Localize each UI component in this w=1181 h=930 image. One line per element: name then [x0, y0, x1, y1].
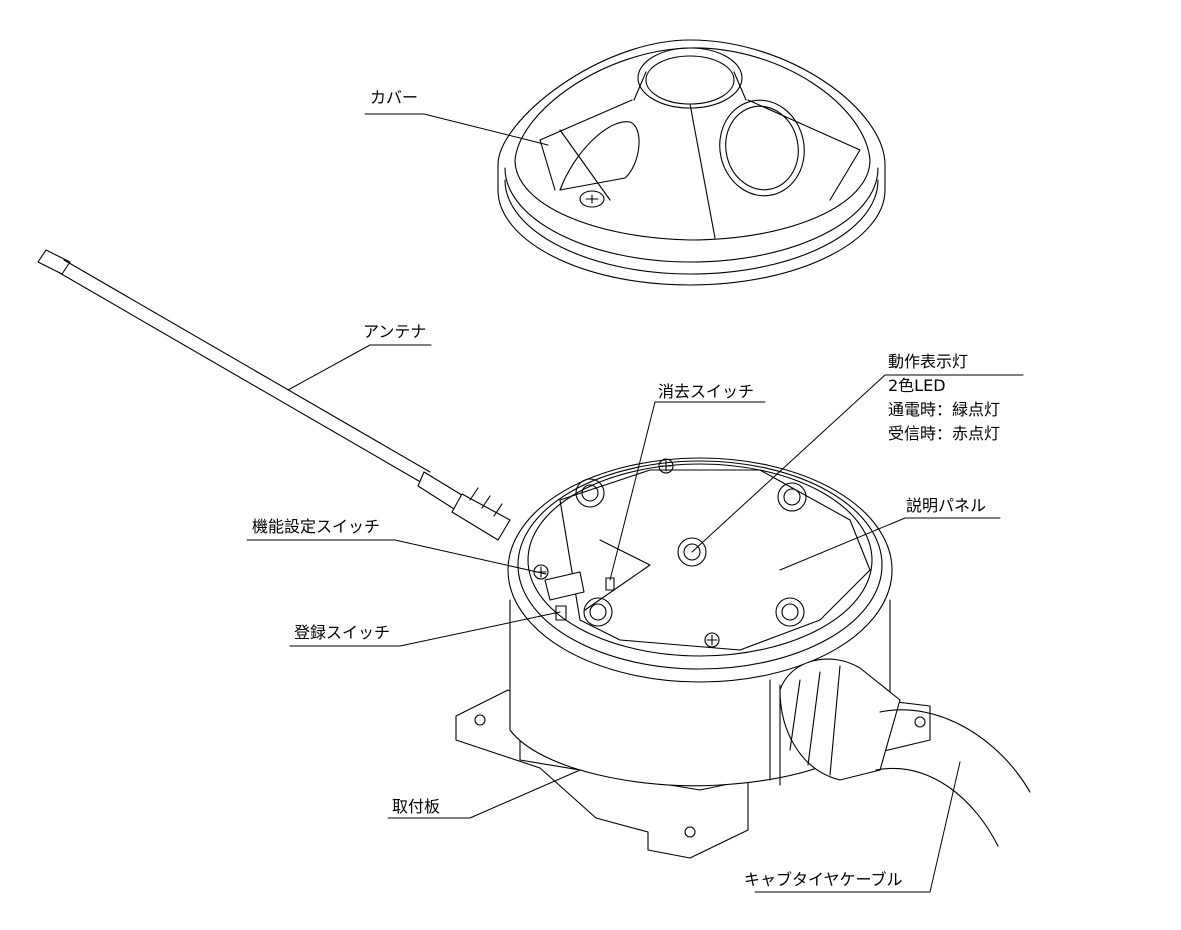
label-cable: キャブタイヤケーブル: [744, 870, 903, 889]
indicator-line1: 2色LED: [888, 376, 946, 395]
label-register-switch: 登録スイッチ: [294, 623, 391, 642]
leader-clear-switch: [609, 401, 766, 581]
indicator-line3: 受信時：赤点灯: [888, 424, 1001, 443]
label-indicator: 動作表示灯 2色LED 通電時：緑点灯 受信時：赤点灯: [888, 350, 1000, 446]
leader-cover: [364, 113, 549, 146]
indicator-title: 動作表示灯: [888, 352, 969, 371]
antenna-drawing: [37, 249, 511, 541]
leader-cable: [754, 761, 961, 893]
leader-indicator: [691, 374, 1024, 553]
label-clear-switch: 消去スイッチ: [658, 382, 755, 401]
label-bracket: 取付板: [392, 797, 441, 816]
leader-register-switch: [289, 611, 561, 647]
cover-drawing: [497, 39, 886, 286]
leader-bracket: [387, 769, 581, 819]
leader-function-switch: [246, 539, 547, 575]
indicator-line2: 通電時：緑点灯: [888, 400, 1001, 419]
label-cover: カバー: [370, 88, 419, 107]
label-function-switch: 機能設定スイッチ: [252, 517, 381, 536]
label-antenna: アンテナ: [363, 322, 427, 341]
leader-antenna: [287, 344, 432, 391]
leader-lines: [246, 113, 1024, 893]
cable-drawing: [875, 709, 1031, 847]
label-panel: 説明パネル: [906, 496, 987, 515]
leader-panel: [779, 517, 1001, 571]
main-body-drawing: [455, 457, 931, 859]
